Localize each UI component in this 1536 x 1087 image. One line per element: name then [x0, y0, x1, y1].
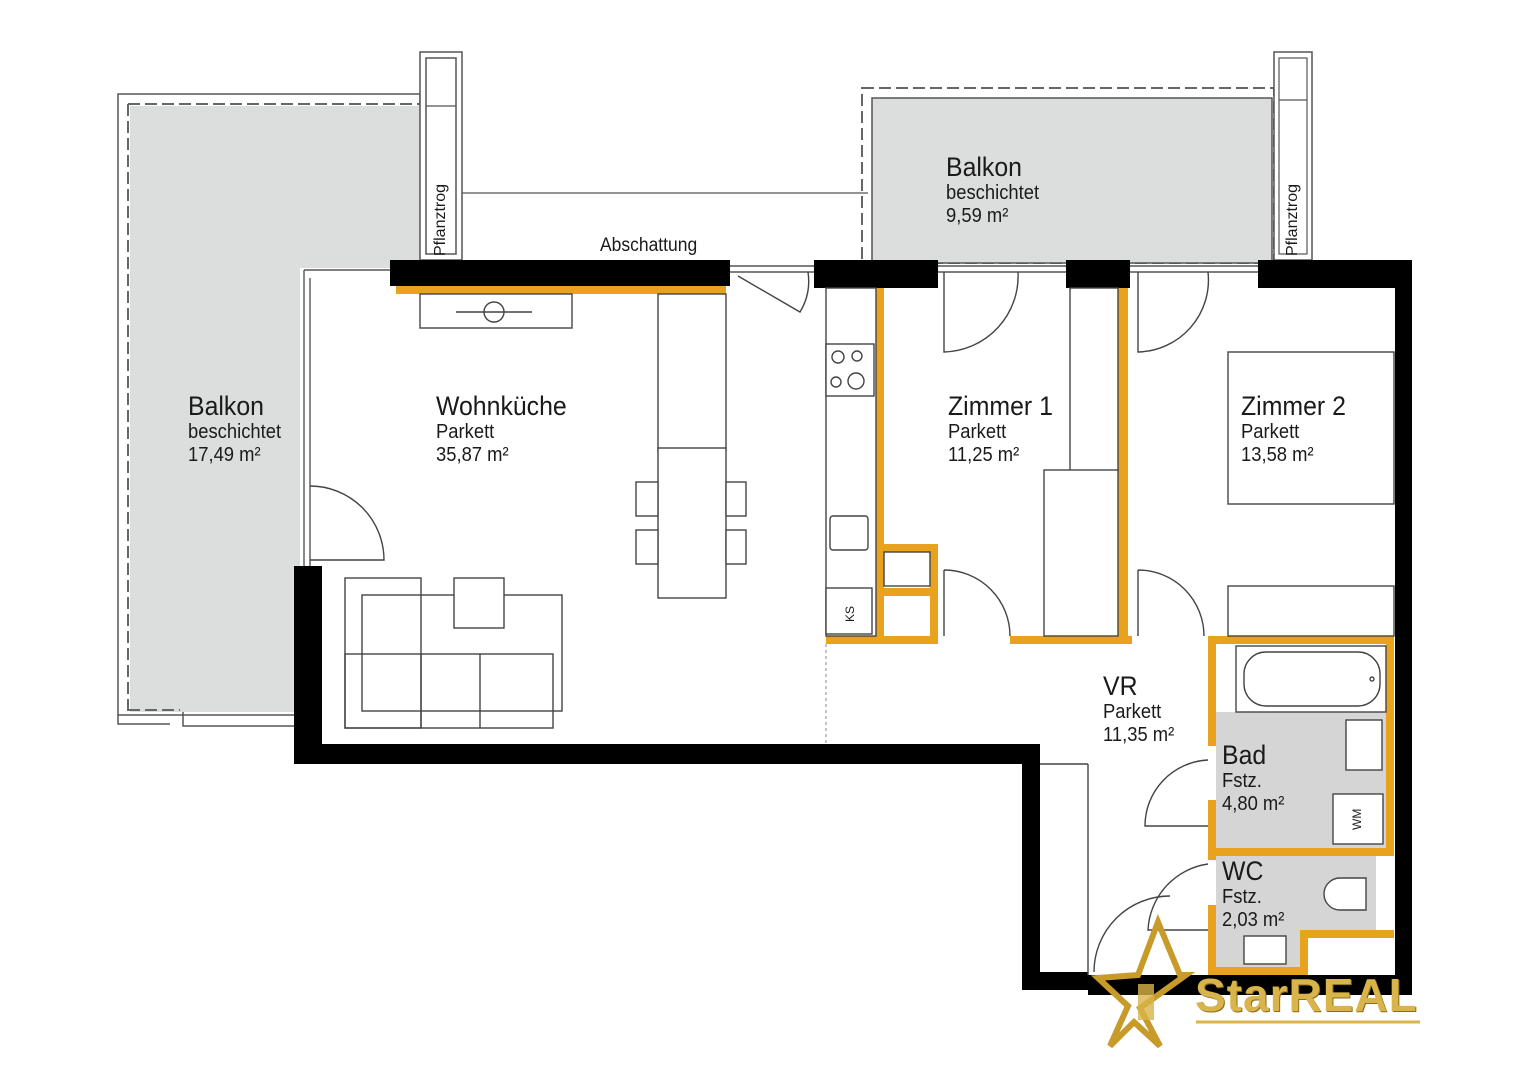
- room-label-zimmer2: Zimmer 2 Parkett 13,58 m²: [1241, 391, 1346, 467]
- starreal-logo-text: StarREAL: [1195, 969, 1418, 1021]
- room-label-wc: WC Fstz. 2,03 m²: [1222, 856, 1285, 932]
- planter-left: [419, 51, 463, 261]
- starreal-logo-star: [1090, 913, 1420, 1049]
- room-label-balkon-west: Balkon beschichtet 17,49 m²: [188, 391, 282, 467]
- shading-label: Abschattung: [600, 235, 698, 256]
- balcony-north: [861, 51, 1313, 264]
- room-label-wohnkueche: Wohnküche Parkett 35,87 m²: [436, 391, 567, 467]
- room-label-bad: Bad Fstz. 4,80 m²: [1222, 740, 1285, 816]
- planter-right-label: Pflanztrog: [1284, 183, 1301, 256]
- planter-left-label: Pflanztrog: [432, 183, 449, 256]
- doors: [309, 271, 1210, 973]
- room-label-zimmer1: Zimmer 1 Parkett 11,25 m²: [948, 391, 1053, 467]
- exterior-walls: [294, 260, 1412, 995]
- room-label-vr: VR Parkett 11,35 m²: [1103, 671, 1175, 747]
- interior-walls: [396, 286, 1394, 975]
- fridge-label: KS: [843, 605, 857, 622]
- washer-label: WM: [1350, 808, 1364, 830]
- room-label-balkon-nord: Balkon beschichtet 9,59 m²: [946, 152, 1040, 228]
